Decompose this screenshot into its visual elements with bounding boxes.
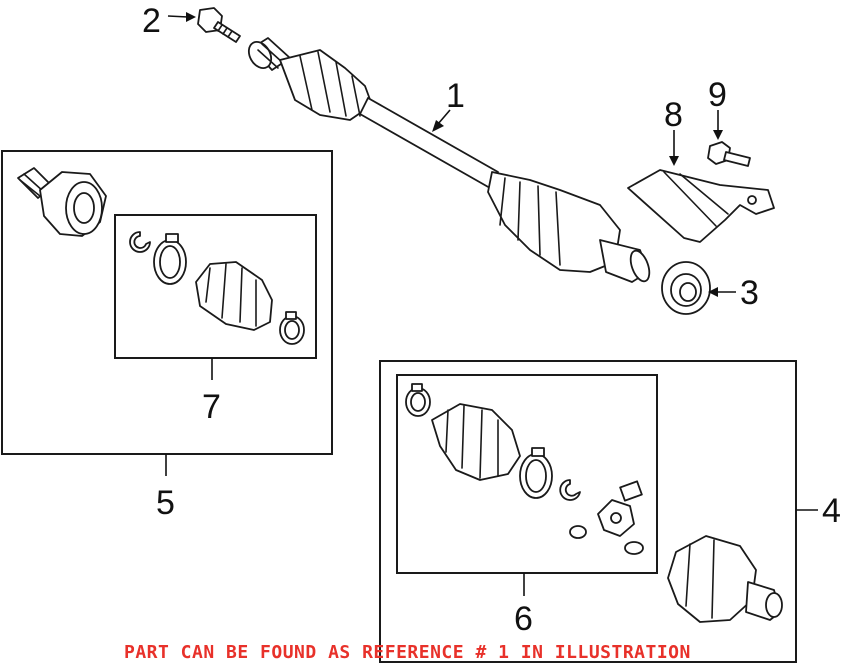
callout-2: 2	[142, 2, 161, 40]
seal-part-3	[661, 261, 711, 315]
kit-box-5	[1, 150, 333, 455]
leader-2	[167, 12, 196, 22]
callout-8: 8	[664, 96, 683, 134]
kit-box-6	[396, 374, 658, 574]
kit-box-4	[379, 360, 797, 663]
boot-kit-6	[405, 383, 644, 555]
axle-shaft-part-1	[247, 37, 651, 283]
kit-box-7	[114, 214, 317, 359]
heat-shield-part-8	[627, 169, 775, 243]
leader-8	[669, 130, 679, 166]
callout-7: 7	[202, 388, 221, 426]
outer-joint-part-5	[17, 167, 107, 237]
leader-3	[708, 287, 736, 297]
boot-kit-7	[129, 231, 305, 345]
reference-note: PART CAN BE FOUND AS REFERENCE # 1 IN IL…	[124, 642, 691, 663]
leader-1	[432, 109, 451, 132]
leader-9	[713, 110, 723, 140]
bolt-part-9	[707, 141, 751, 167]
callout-5: 5	[156, 484, 175, 522]
callout-4: 4	[822, 492, 841, 530]
callout-9: 9	[708, 76, 727, 114]
callout-6: 6	[514, 600, 533, 638]
bolt-part-2	[197, 7, 241, 43]
callout-3: 3	[740, 274, 759, 312]
inner-joint-housing-part-4	[667, 535, 783, 623]
callout-1: 1	[446, 77, 465, 115]
